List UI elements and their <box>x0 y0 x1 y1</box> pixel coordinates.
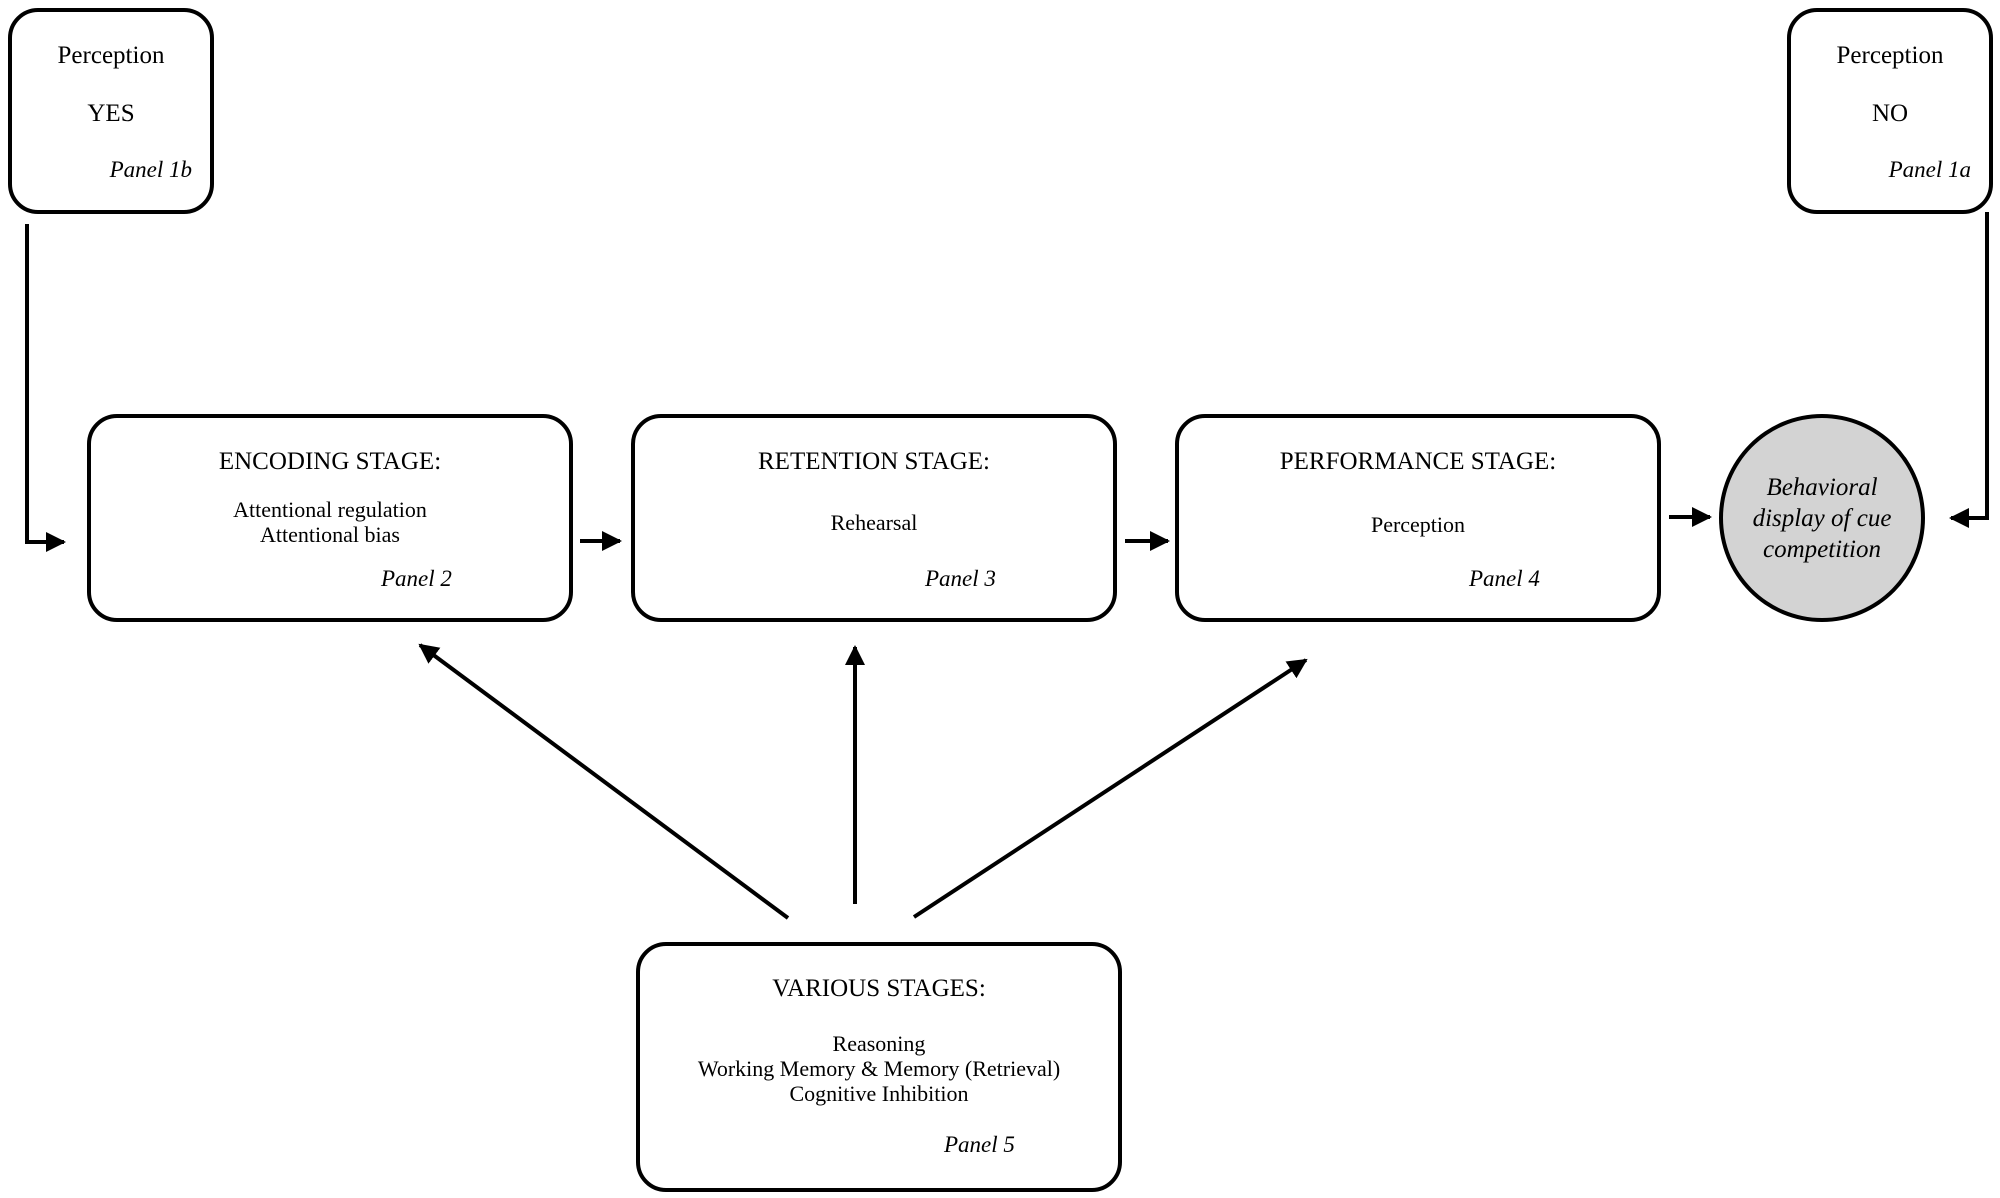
performance-line-1: Perception <box>1370 512 1466 537</box>
panel-1a-title: Perception <box>1836 42 1944 69</box>
behavioral-display-text: Behavioral display of cue competition <box>1753 472 1892 565</box>
various-line-2: Working Memory & Memory (Retrieval) <box>697 1056 1061 1081</box>
panel-1b-box: Perception YES Panel 1b <box>8 8 214 214</box>
encoding-line-2: Attentional bias <box>260 522 400 547</box>
panel-1b-title: Perception <box>57 42 165 69</box>
various-panel-label: Panel 5 <box>944 1132 1015 1157</box>
retention-stage-box: RETENTION STAGE: Rehearsal Panel 3 <box>631 414 1117 622</box>
various-stages-box: VARIOUS STAGES: Reasoning Working Memory… <box>636 942 1122 1192</box>
various-line-1: Reasoning <box>832 1031 926 1056</box>
arrow-panel1b-to-encoding <box>25 224 66 552</box>
arrow-various-to-performance <box>912 658 1308 919</box>
outcome-line-2: display of cue <box>1752 504 1892 532</box>
arrow-various-to-encoding <box>418 643 790 920</box>
encoding-panel-label: Panel 2 <box>381 566 452 591</box>
encoding-stage-title: ENCODING STAGE: <box>218 448 442 475</box>
retention-line-1: Rehearsal <box>830 510 918 535</box>
arrow-panel1a-to-outcome <box>1949 212 1989 528</box>
behavioral-display-circle: Behavioral display of cue competition <box>1719 414 1925 622</box>
various-line-3: Cognitive Inhibition <box>789 1081 969 1106</box>
retention-panel-label: Panel 3 <box>925 566 996 591</box>
panel-1a-value: NO <box>1871 100 1909 127</box>
outcome-line-3: competition <box>1762 535 1881 563</box>
panel-1b-label: Panel 1b <box>109 157 192 182</box>
retention-stage-title: RETENTION STAGE: <box>758 448 990 475</box>
performance-panel-label: Panel 4 <box>1469 566 1540 591</box>
panel-1a-box: Perception NO Panel 1a <box>1787 8 1993 214</box>
performance-stage-title: PERFORMANCE STAGE: <box>1279 448 1557 475</box>
outcome-line-1: Behavioral <box>1766 473 1878 501</box>
performance-stage-box: PERFORMANCE STAGE: Perception Panel 4 <box>1175 414 1661 622</box>
panel-1a-label: Panel 1a <box>1888 157 1971 182</box>
panel-1b-value: YES <box>87 100 135 127</box>
encoding-line-1: Attentional regulation <box>233 497 427 522</box>
various-stages-title: VARIOUS STAGES: <box>772 975 986 1002</box>
encoding-stage-box: ENCODING STAGE: Attentional regulation A… <box>87 414 573 622</box>
